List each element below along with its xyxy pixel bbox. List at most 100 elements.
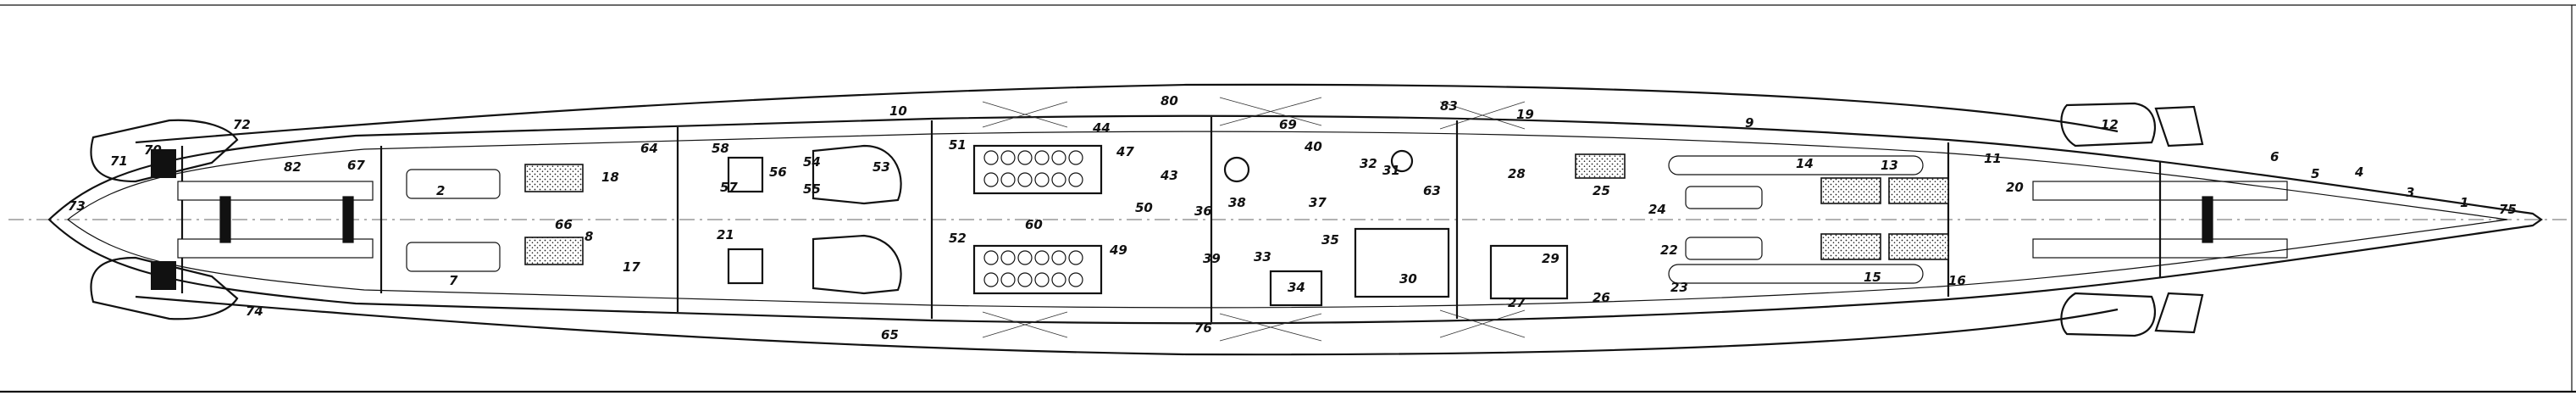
periscope-2 (1390, 149, 1414, 173)
battery-box-2 (524, 237, 584, 265)
pressure-hull (47, 114, 2543, 325)
label-49: 49 (1109, 242, 1127, 258)
label-80: 80 (1161, 93, 1178, 109)
label-33: 33 (1254, 249, 1271, 265)
label-29: 29 (1542, 251, 1559, 266)
equipment-30 (1354, 227, 1450, 298)
battery-box-3 (1575, 153, 1626, 179)
label-31: 31 (1382, 163, 1400, 178)
label-38: 38 (1228, 195, 1246, 210)
bow-plane-guard-bottom (151, 261, 176, 290)
label-53: 53 (873, 159, 890, 175)
label-54: 54 (803, 154, 821, 170)
label-35: 35 (1321, 232, 1339, 248)
label-73: 73 (68, 198, 86, 214)
label-13: 13 (1881, 158, 1898, 173)
label-82: 82 (284, 159, 302, 175)
label-34: 34 (1288, 280, 1305, 295)
label-65: 65 (881, 327, 899, 343)
label-70: 70 (144, 142, 162, 158)
stern-plane-bottom (2060, 292, 2157, 337)
part-labels: 71 70 72 73 82 67 2 7 10 64 66 18 8 17 5… (68, 93, 2517, 343)
label-39: 39 (1203, 251, 1221, 266)
label-1: 1 (2460, 195, 2468, 210)
label-63: 63 (1423, 183, 1441, 198)
battery-box-5 (1820, 233, 1881, 260)
label-76: 76 (1194, 320, 1212, 336)
equipment-27 (1489, 244, 1569, 300)
diesel-engine-bottom (972, 244, 1103, 295)
label-17: 17 (623, 259, 640, 275)
label-71: 71 (110, 153, 128, 169)
label-23: 23 (1670, 280, 1688, 295)
outer-casing (135, 83, 2119, 356)
label-27: 27 (1508, 295, 1526, 310)
label-6: 6 (2270, 149, 2279, 164)
label-47: 47 (1116, 144, 1134, 159)
label-52: 52 (949, 231, 967, 246)
label-67: 67 (347, 158, 365, 173)
motors (727, 144, 902, 295)
label-9: 9 (1745, 115, 1753, 131)
diesel-engine-top (972, 144, 1103, 195)
label-56: 56 (769, 164, 787, 180)
label-36: 36 (1194, 203, 1212, 219)
label-8: 8 (584, 229, 593, 244)
label-14: 14 (1796, 156, 1814, 171)
label-12: 12 (2101, 117, 2119, 132)
label-10: 10 (889, 103, 907, 119)
label-50: 50 (1135, 200, 1153, 215)
label-83: 83 (1440, 98, 1458, 114)
stern-torpedo-tubes (2032, 181, 2288, 259)
label-21: 21 (717, 227, 734, 242)
label-51: 51 (949, 137, 967, 153)
label-7: 7 (449, 273, 458, 288)
equipment-34 (1269, 270, 1323, 307)
battery-box-7 (1888, 233, 1949, 260)
label-64: 64 (640, 141, 658, 156)
bow-plane-bottom (90, 256, 239, 320)
label-66: 66 (555, 217, 573, 232)
label-74: 74 (246, 304, 263, 319)
label-37: 37 (1309, 195, 1327, 210)
label-55: 55 (803, 181, 821, 197)
periscope-1 (1223, 156, 1250, 183)
label-3: 3 (2406, 185, 2414, 200)
label-5: 5 (2311, 166, 2319, 181)
aft-torpedoes (1668, 155, 1924, 284)
label-18: 18 (601, 170, 619, 185)
label-75: 75 (2499, 202, 2517, 217)
battery-box-6 (1888, 177, 1949, 204)
label-20: 20 (2006, 180, 2024, 195)
forward-torpedo-tubes (177, 169, 501, 272)
label-11: 11 (1984, 151, 2002, 166)
inner-hull (67, 131, 2508, 309)
label-69: 69 (1279, 117, 1297, 132)
label-58: 58 (712, 141, 729, 156)
label-60: 60 (1025, 217, 1043, 232)
label-15: 15 (1864, 270, 1881, 285)
label-22: 22 (1660, 242, 1678, 258)
bow-plane-guard-top (151, 149, 176, 178)
bow-plane-top (90, 119, 239, 183)
label-44: 44 (1092, 120, 1111, 136)
label-19: 19 (1516, 107, 1534, 122)
label-43: 43 (1160, 168, 1178, 183)
battery-box-4 (1820, 177, 1881, 204)
label-24: 24 (1648, 202, 1666, 217)
label-2: 2 (436, 183, 445, 198)
label-28: 28 (1508, 166, 1526, 181)
label-30: 30 (1399, 271, 1417, 287)
stern-plane-top (2060, 102, 2157, 148)
label-26: 26 (1593, 290, 1610, 305)
label-72: 72 (233, 117, 251, 132)
casing-frames (982, 97, 1526, 342)
stern-fin-bottom (2154, 292, 2204, 334)
battery-box-1 (524, 164, 584, 192)
label-32: 32 (1360, 156, 1377, 171)
label-40: 40 (1304, 139, 1322, 154)
label-25: 25 (1593, 183, 1610, 198)
label-16: 16 (1948, 273, 1966, 288)
label-57: 57 (720, 180, 738, 195)
